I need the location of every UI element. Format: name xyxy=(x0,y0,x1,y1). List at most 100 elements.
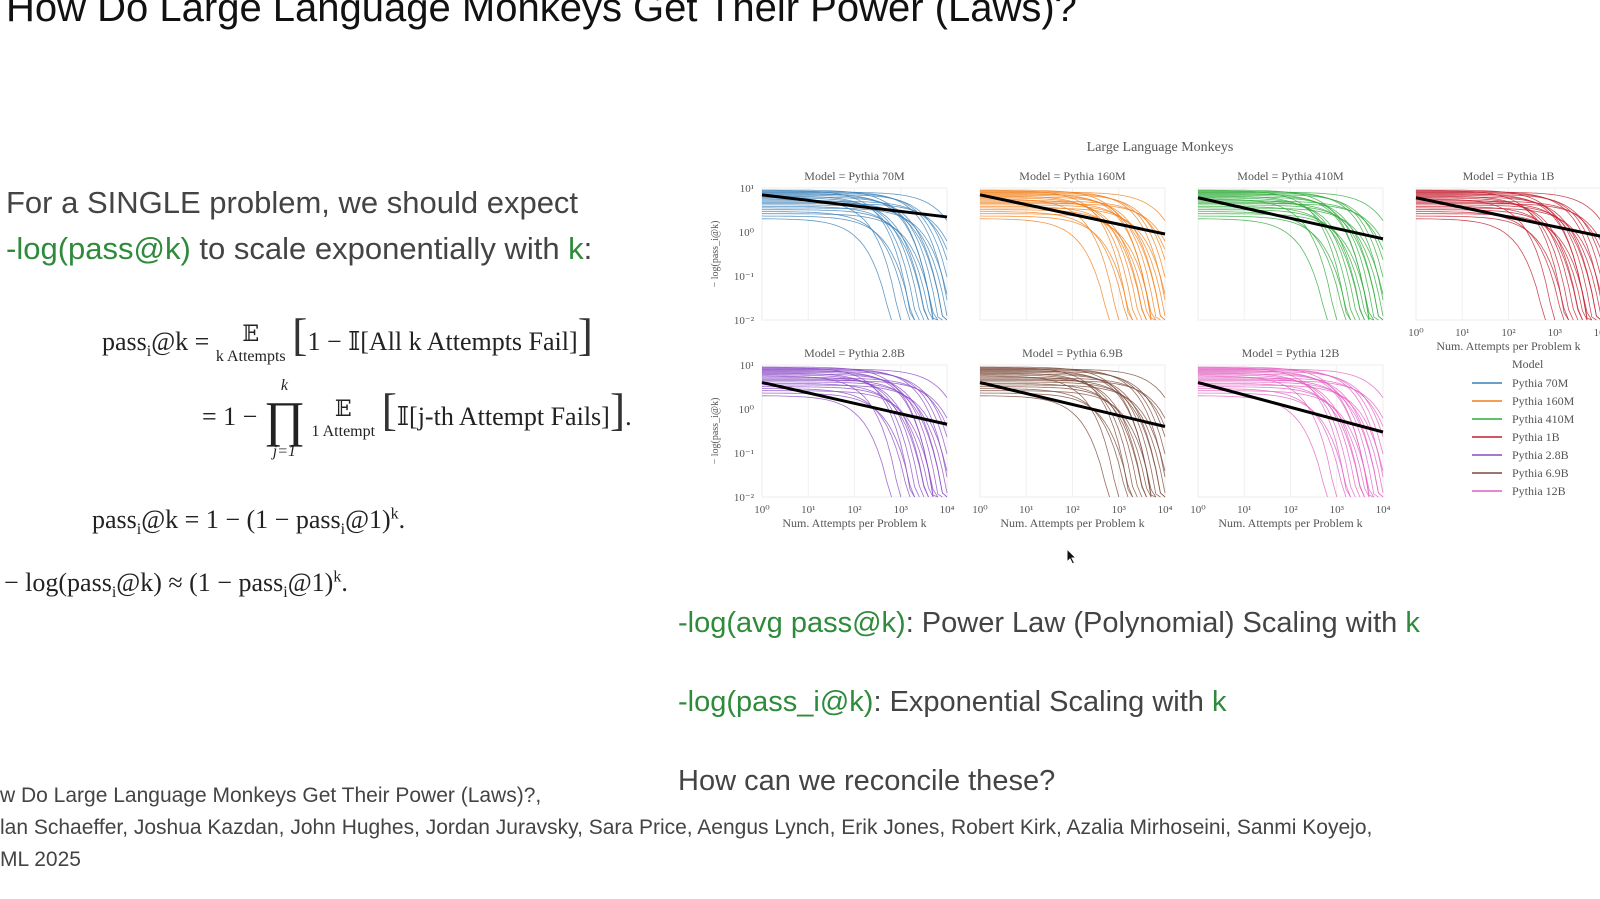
series-curve xyxy=(979,372,1138,498)
series-curve xyxy=(980,366,1152,498)
series-curve xyxy=(762,366,934,498)
series-curve xyxy=(980,374,1143,498)
eq2-product: k∏j=1 xyxy=(264,378,305,460)
statement-2-k: k xyxy=(1211,686,1227,718)
eq2-expectation: 𝔼 1 Attempt xyxy=(312,398,376,440)
eq1-lhs-tail: @k = xyxy=(151,327,210,356)
series-curve xyxy=(1416,192,1600,275)
x-tick-label: 10⁴ xyxy=(940,504,955,516)
equation-3: passi@k = 1 − (1 − passi@1)k. xyxy=(92,505,405,539)
series-curve xyxy=(1416,193,1592,321)
intro-line-1: For a SINGLE problem, we should expect xyxy=(6,185,579,220)
x-tick-label: 10² xyxy=(847,504,862,516)
series-curve xyxy=(1197,215,1351,321)
x-axis-label: Num. Attempts per Problem k xyxy=(1436,339,1580,353)
series-curve xyxy=(762,370,948,437)
legend-entry: Pythia 410M xyxy=(1512,412,1575,426)
series-curve xyxy=(762,390,939,498)
series-curve xyxy=(980,369,1166,455)
eq1-bracket-close: ] xyxy=(577,309,593,360)
eq2-E-sub: 1 Attempt xyxy=(311,423,376,440)
series-curve xyxy=(980,193,1166,260)
series-curve xyxy=(762,213,939,321)
series-curve xyxy=(980,194,1161,321)
y-tick-label: 10⁻² xyxy=(734,492,755,504)
series-curve xyxy=(1198,192,1384,278)
x-axis-label: Num. Attempts per Problem k xyxy=(1218,516,1362,530)
series-curve xyxy=(980,211,1129,321)
series-curve xyxy=(979,392,1133,498)
series-curve xyxy=(762,376,929,498)
series-curve xyxy=(762,206,929,321)
series-curve xyxy=(1198,376,1365,498)
eq2-prod-top: k xyxy=(280,377,288,394)
series-curve xyxy=(980,193,1156,321)
statement-1-rest: : Power Law (Polynomial) Scaling with xyxy=(905,607,1406,639)
eq1-E: 𝔼 xyxy=(242,321,260,347)
intro-text: For a SINGLE problem, we should expect -… xyxy=(6,180,592,272)
eq4-dot: . xyxy=(341,568,348,597)
figure-title: Large Language Monkeys xyxy=(1087,140,1234,155)
series-curve xyxy=(1198,207,1384,295)
x-tick-label: 10⁴ xyxy=(1376,504,1391,516)
intro-k: k xyxy=(568,231,584,266)
eq3-exp: k xyxy=(390,505,399,523)
series-curve xyxy=(1198,367,1351,498)
series-curve xyxy=(1198,190,1351,321)
eq2-E: 𝔼 xyxy=(334,396,352,421)
citation-authors: lan Schaeffer, Joshua Kazdan, John Hughe… xyxy=(0,816,1373,839)
series-curve xyxy=(980,367,1133,498)
series-curve xyxy=(1197,195,1356,321)
panel-title: Model = Pythia 12B xyxy=(1242,346,1340,360)
y-axis-label: − log(pass_i@k) xyxy=(710,398,721,465)
series-curve xyxy=(762,370,938,498)
y-axis-label: − log(pass_i@k) xyxy=(710,221,721,288)
statement-exponential: -log(pass_i@k): Exponential Scaling with… xyxy=(678,686,1226,719)
citation-venue: ML 2025 xyxy=(0,848,81,871)
x-tick-label: 10⁰ xyxy=(1190,504,1206,516)
power-law-fit-line xyxy=(979,381,1166,428)
series-curve xyxy=(762,375,902,498)
x-tick-label: 10⁴ xyxy=(1158,504,1173,516)
x-axis-label: Num. Attempts per Problem k xyxy=(1000,516,1144,530)
eq4-mid: @k) ≈ (1 − pass xyxy=(116,568,284,597)
eq3-mid: @k = 1 − (1 − pass xyxy=(141,505,341,534)
series-curve xyxy=(762,369,948,455)
x-tick-label: 10² xyxy=(1283,504,1298,516)
power-law-fit-line xyxy=(1415,196,1600,238)
panel-title: Model = Pythia 160M xyxy=(1019,169,1126,183)
legend-entry: Pythia 160M xyxy=(1512,394,1575,408)
series-curve xyxy=(979,195,1138,321)
eq4-start: − log(pass xyxy=(4,568,112,597)
series-curve xyxy=(1198,218,1328,321)
series-curve xyxy=(980,370,1166,437)
series-curve xyxy=(1198,371,1379,498)
series-curve xyxy=(980,218,1110,321)
power-law-fit-line xyxy=(761,193,948,219)
series-curve xyxy=(762,193,938,321)
eq2-tail: . xyxy=(625,401,632,431)
eq3-sub: i xyxy=(136,521,142,539)
series-curve xyxy=(1198,197,1361,321)
statement-power-law: -log(avg pass@k): Power Law (Polynomial)… xyxy=(678,607,1420,640)
x-tick-label: 10³ xyxy=(1112,504,1127,516)
series-curve xyxy=(980,190,1133,321)
statement-2-green: -log(pass_i@k) xyxy=(678,686,874,718)
series-curve xyxy=(1415,195,1574,321)
panel-title: Model = Pythia 70M xyxy=(804,169,905,183)
series-curve xyxy=(980,395,1110,498)
series-curve xyxy=(1416,198,1556,321)
eq1-lhs-sub: i xyxy=(146,343,152,361)
panel-title: Model = Pythia 2.8B xyxy=(804,346,905,360)
power-law-fit-line xyxy=(979,193,1166,236)
eq4-exp: k xyxy=(333,568,342,586)
eq3-sub2: i xyxy=(340,521,346,539)
x-tick-label: 10² xyxy=(1501,327,1516,339)
eq2-bracket-close: ] xyxy=(609,383,626,435)
series-curve xyxy=(980,383,1147,498)
power-law-fit-line xyxy=(1197,381,1384,434)
legend-entry: Pythia 1B xyxy=(1512,430,1560,444)
x-axis-label: Num. Attempts per Problem k xyxy=(782,516,926,530)
series-curve xyxy=(762,198,902,321)
